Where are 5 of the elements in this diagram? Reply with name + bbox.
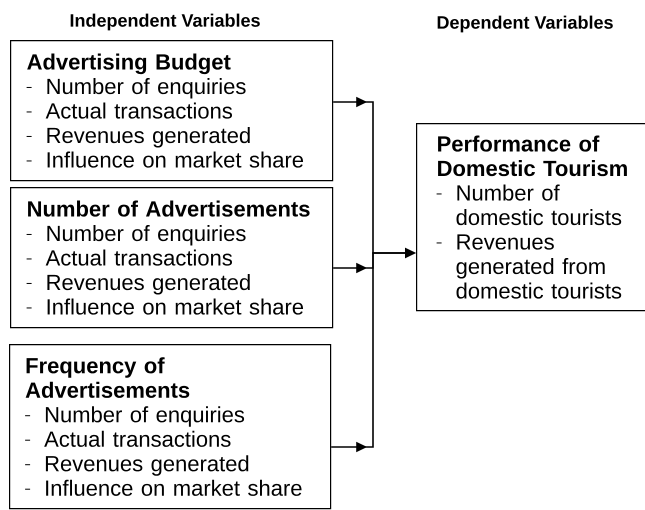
- variable-box: Frequency of Advertisements Number of enquiries Actual transactions Revenues generated Influence on market share: [9, 344, 332, 510]
- variable-box: Advertising Budget Number of enquiries Actual transactions Revenues generated Influence on market share: [10, 40, 334, 182]
- variable-box: Performance of Domestic Tourism Number of domestic tourists Revenues generated from domestic tourists: [416, 123, 645, 312]
- column-heading: Dependent Variables: [438, 16, 613, 32]
- variable-box: Number of Advertisements Number of enquiries Actual transactions Revenues generated Influence on market share: [10, 187, 334, 328]
